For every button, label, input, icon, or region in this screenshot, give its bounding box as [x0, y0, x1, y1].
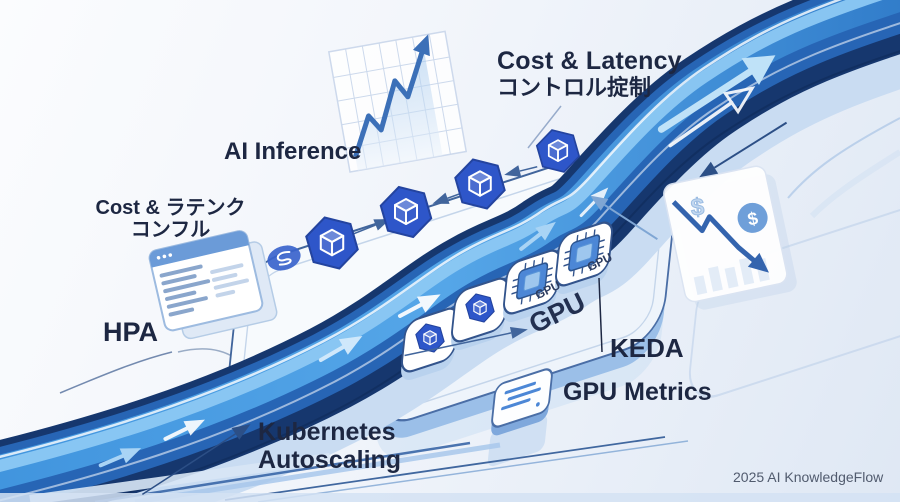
title-cost-latency-jp: コントロル掟制 [497, 75, 652, 100]
gpu-tile-row [401, 221, 613, 381]
dollar-glyph: $ [690, 194, 706, 222]
label-cost-left-line2: コンフル [130, 219, 211, 242]
pod-tile [451, 277, 509, 351]
cost-decline-chart-icon: $ $ [663, 165, 797, 310]
cost-arrow-up-left [590, 195, 658, 241]
cost-swirl-icon [267, 245, 301, 271]
keda-connector-line [598, 277, 603, 353]
label-hpa: HPA [103, 317, 159, 347]
label-kubernetes: Kubernetes Autoscaling [258, 418, 401, 474]
label-kubernetes-line2: Autoscaling [258, 446, 402, 474]
label-cost-left: Cost & ラテンク コンフル [88, 197, 253, 242]
corner-stripes [0, 436, 900, 502]
browser-window-icon [148, 230, 278, 340]
gpu-chip-icon [555, 221, 613, 295]
dollar-glyph: $ [746, 208, 760, 230]
pod-tile [401, 307, 459, 381]
kubernetes-pointer-arrow [141, 424, 251, 495]
pod-row [267, 126, 585, 273]
label-keda: KEDA [610, 333, 684, 363]
label-cost-left-line1: Cost & ラテンク [95, 197, 246, 219]
cost-arrow-down [699, 121, 788, 178]
footer-credit: 2025 AI KnowledgeFlow [733, 469, 884, 485]
label-ai-inference: AI Inference [224, 138, 362, 165]
gpu-metrics-card-icon [487, 368, 553, 467]
gpu-label-arrow [404, 327, 528, 357]
flow-arrows [98, 55, 776, 468]
pod-connector-arrow [504, 165, 538, 177]
label-gpu-metrics: GPU Metrics [563, 378, 712, 406]
gpu-chip-icon [503, 249, 561, 323]
title-cost-latency: Cost & Latency [497, 47, 682, 75]
label-kubernetes-line1: Kubernetes [258, 418, 396, 446]
growth-chart-icon [327, 30, 468, 173]
